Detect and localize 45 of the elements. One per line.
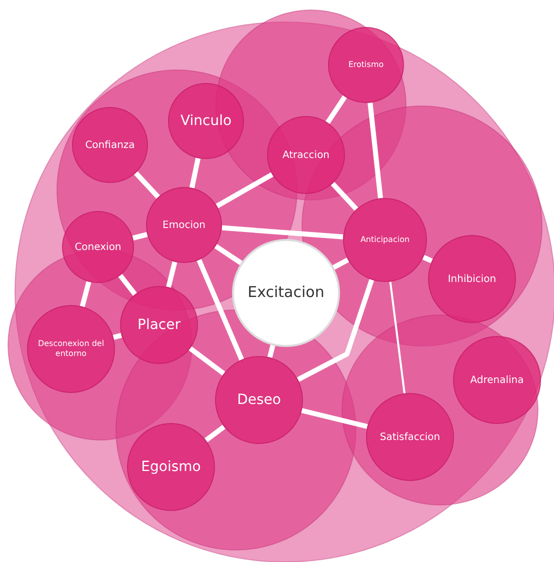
connector-line	[301, 408, 368, 429]
connector-line	[80, 281, 92, 308]
connector-line	[189, 158, 201, 188]
connector-line	[222, 225, 344, 240]
connector-line	[196, 258, 244, 361]
connector-line	[267, 344, 276, 358]
connector-line	[188, 346, 226, 376]
node-label: Desconexion del entorno	[36, 338, 106, 360]
connector-line	[134, 171, 160, 199]
connector-line	[422, 254, 433, 264]
node-label: Egoismo	[140, 458, 202, 476]
connector-line	[118, 274, 137, 296]
circle-node	[267, 116, 345, 194]
circle-node	[328, 27, 404, 103]
connector-line	[216, 172, 274, 208]
node-label: Emocion	[162, 218, 206, 232]
node-label: Vinculo	[179, 112, 233, 130]
connector-line	[368, 102, 383, 198]
node-label: Erotismo	[347, 60, 385, 70]
node-label: Anticipacion	[359, 234, 411, 246]
circle-node	[232, 239, 340, 347]
circle-node	[72, 107, 148, 183]
connector-line	[389, 282, 406, 394]
connector-line	[332, 258, 350, 270]
circle-node	[343, 198, 427, 282]
connector-line	[204, 424, 226, 442]
connector-line	[214, 244, 242, 266]
connector-line	[132, 232, 148, 241]
node-label: Deseo	[236, 390, 282, 410]
connector-line	[112, 332, 122, 340]
circle-node	[146, 187, 222, 263]
connector-line	[166, 261, 178, 288]
node-label: Placer	[136, 316, 182, 334]
connector-line	[330, 182, 358, 211]
connector-line	[296, 279, 374, 382]
node-label: Atraccion	[281, 148, 331, 162]
node-label: Excitacion	[246, 283, 326, 303]
node-label: Confianza	[84, 138, 136, 152]
connector-line	[326, 95, 347, 124]
circle-node	[120, 286, 198, 364]
circle-node	[127, 423, 215, 511]
node-label: Adrenalina	[469, 374, 525, 386]
node-label: Inhibicion	[446, 272, 498, 286]
node-label: Conexion	[74, 240, 122, 254]
node-label: Satisfaccion	[378, 430, 442, 444]
